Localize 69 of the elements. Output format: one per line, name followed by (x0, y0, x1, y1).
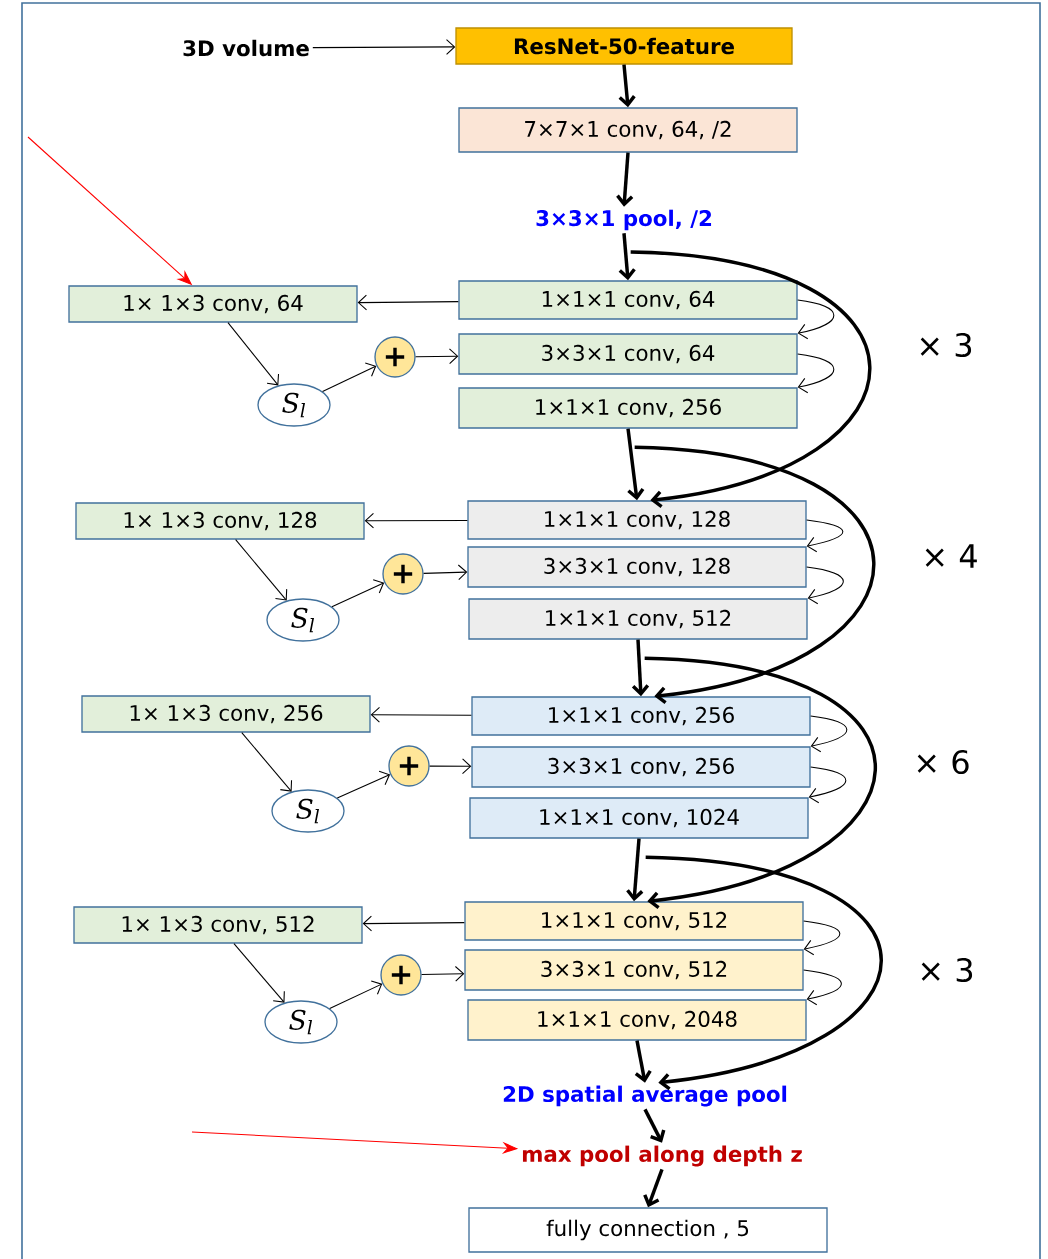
arrow (643, 1168, 664, 1208)
arrow (626, 838, 644, 902)
operation-label: 3×3×1 pool, /2 (536, 209, 712, 231)
process-box: + (374, 336, 416, 378)
repeat-label: × 6 (917, 749, 969, 775)
arrow (808, 766, 847, 804)
skip-arrow (645, 855, 883, 1091)
arrow (810, 715, 848, 753)
arrow (618, 233, 636, 281)
process-box: + (388, 745, 430, 787)
arrow (362, 915, 465, 932)
layer-box: 7×7×1 conv, 64, /2 (458, 107, 798, 153)
operation-label: max pool along depth z (522, 1145, 802, 1167)
arrow (364, 512, 468, 529)
operation-label: 2D spatial average pool (503, 1085, 787, 1107)
arrow (357, 294, 459, 311)
arrow (626, 428, 645, 501)
arrow (797, 353, 835, 394)
arrow (618, 64, 636, 108)
layer-box: 1×1×1 conv, 1024 (469, 797, 809, 839)
arrow (616, 152, 634, 207)
process-box: ResNet-50-feature (455, 27, 793, 65)
layer-box: 3×3×1 conv, 64 (458, 333, 798, 375)
arrow (631, 639, 650, 697)
arrow (803, 920, 841, 956)
layer-box: 1×1×1 conv, 512 (468, 598, 808, 640)
arrow (312, 39, 456, 55)
layer-box: 1× 1×3 conv, 512 (73, 906, 363, 944)
process-box: + (382, 553, 424, 595)
layer-box: 3×3×1 conv, 256 (471, 746, 811, 788)
process-box: + (380, 954, 422, 996)
arrow (634, 1040, 652, 1083)
layer-box: 1× 1×3 conv, 64 (68, 285, 358, 323)
arrow (227, 322, 280, 386)
layer-box: 3×3×1 conv, 128 (467, 546, 807, 588)
repeat-label: × 3 (920, 332, 972, 358)
arrow (421, 965, 465, 982)
layer-box: 1×1×1 conv, 128 (467, 500, 807, 540)
layer-box: fully connection , 5 (468, 1207, 828, 1253)
arrow (806, 519, 844, 553)
arrow (423, 564, 468, 581)
arrow (429, 758, 472, 775)
arrow (643, 1108, 666, 1143)
skip-arrow (630, 250, 872, 508)
layer-box: 1×1×1 conv, 256 (471, 696, 811, 736)
layer-box: 3×3×1 conv, 512 (464, 949, 804, 991)
arrow (806, 566, 844, 605)
arrow (370, 706, 472, 723)
arrow (797, 299, 835, 340)
layer-box: 1× 1×3 conv, 256 (81, 695, 371, 733)
arrow (233, 943, 285, 1003)
repeat-label: × 4 (925, 544, 977, 568)
arrow (235, 539, 288, 601)
arrow (331, 579, 385, 608)
arrow (329, 980, 383, 1010)
skip-arrow (644, 656, 877, 909)
repeat-label: × 3 (921, 957, 973, 983)
layer-box: 1×1×1 conv, 512 (464, 901, 804, 941)
layer-box: 1× 1×3 conv, 128 (75, 502, 365, 540)
arrow (322, 362, 377, 392)
skip-arrow (634, 445, 876, 704)
layer-box: 1×1×1 conv, 256 (458, 387, 798, 429)
arrow (241, 732, 293, 792)
layer-box: 1×1×1 conv, 2048 (467, 999, 807, 1041)
arrow (803, 969, 842, 1006)
arrow (336, 770, 391, 799)
arrow (415, 348, 459, 365)
layer-box: 1×1×1 conv, 64 (458, 280, 798, 320)
input-label: 3D volume (183, 39, 309, 57)
